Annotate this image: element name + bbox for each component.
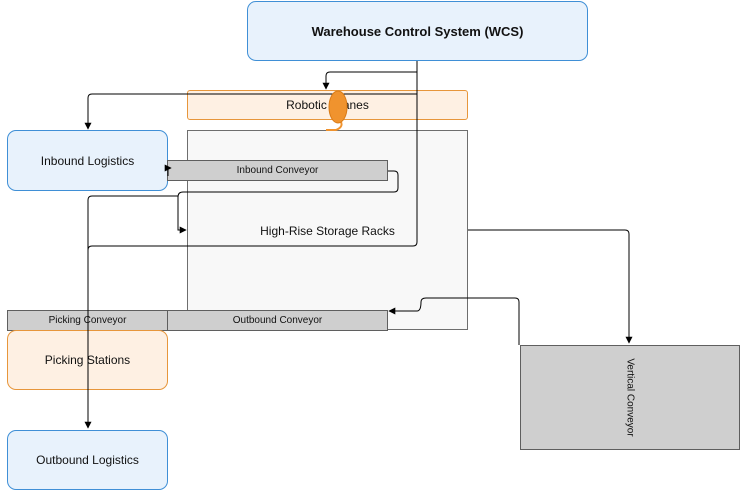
vertical-to-outbound-connector — [388, 297, 520, 345]
storage-to-vertical-connector — [468, 229, 633, 344]
inbound-logistics-label: Inbound Logistics — [40, 153, 135, 168]
wcs-box[interactable]: Warehouse Control System (WCS) — [247, 1, 588, 61]
inbound-conveyor-loop-connector — [177, 170, 399, 234]
robotic-cranes-box[interactable]: Robotic Cranes — [187, 90, 468, 120]
inbound-conveyor-label: Inbound Conveyor — [236, 165, 319, 176]
vertical-conveyor-box[interactable]: Vertical Conveyor — [520, 345, 740, 450]
wcs-to-inbound-connector — [84, 61, 418, 130]
outbound-conveyor-label: Outbound Conveyor — [232, 315, 323, 326]
crane-marker-icon[interactable] — [326, 90, 348, 131]
picking-to-outbound-connector — [84, 195, 178, 429]
wcs-to-picking-connector — [87, 61, 418, 310]
wcs-to-cranes-connector — [322, 61, 418, 90]
outbound-logistics-label: Outbound Logistics — [36, 453, 139, 467]
outbound-conveyor-box[interactable]: Outbound Conveyor — [167, 310, 388, 331]
inbound-conveyor-box[interactable]: Inbound Conveyor — [167, 160, 388, 181]
outbound-logistics-box[interactable]: Outbound Logistics — [7, 430, 168, 490]
inbound-to-conveyor-connector — [164, 164, 172, 176]
wcs-label: Warehouse Control System (WCS) — [311, 23, 524, 39]
inbound-logistics-box[interactable]: Inbound Logistics — [7, 130, 168, 191]
storage-racks-label: High-Rise Storage Racks — [260, 224, 395, 238]
robotic-cranes-label: Robotic Cranes — [286, 98, 369, 112]
picking-stations-label: Picking Stations — [44, 353, 131, 367]
